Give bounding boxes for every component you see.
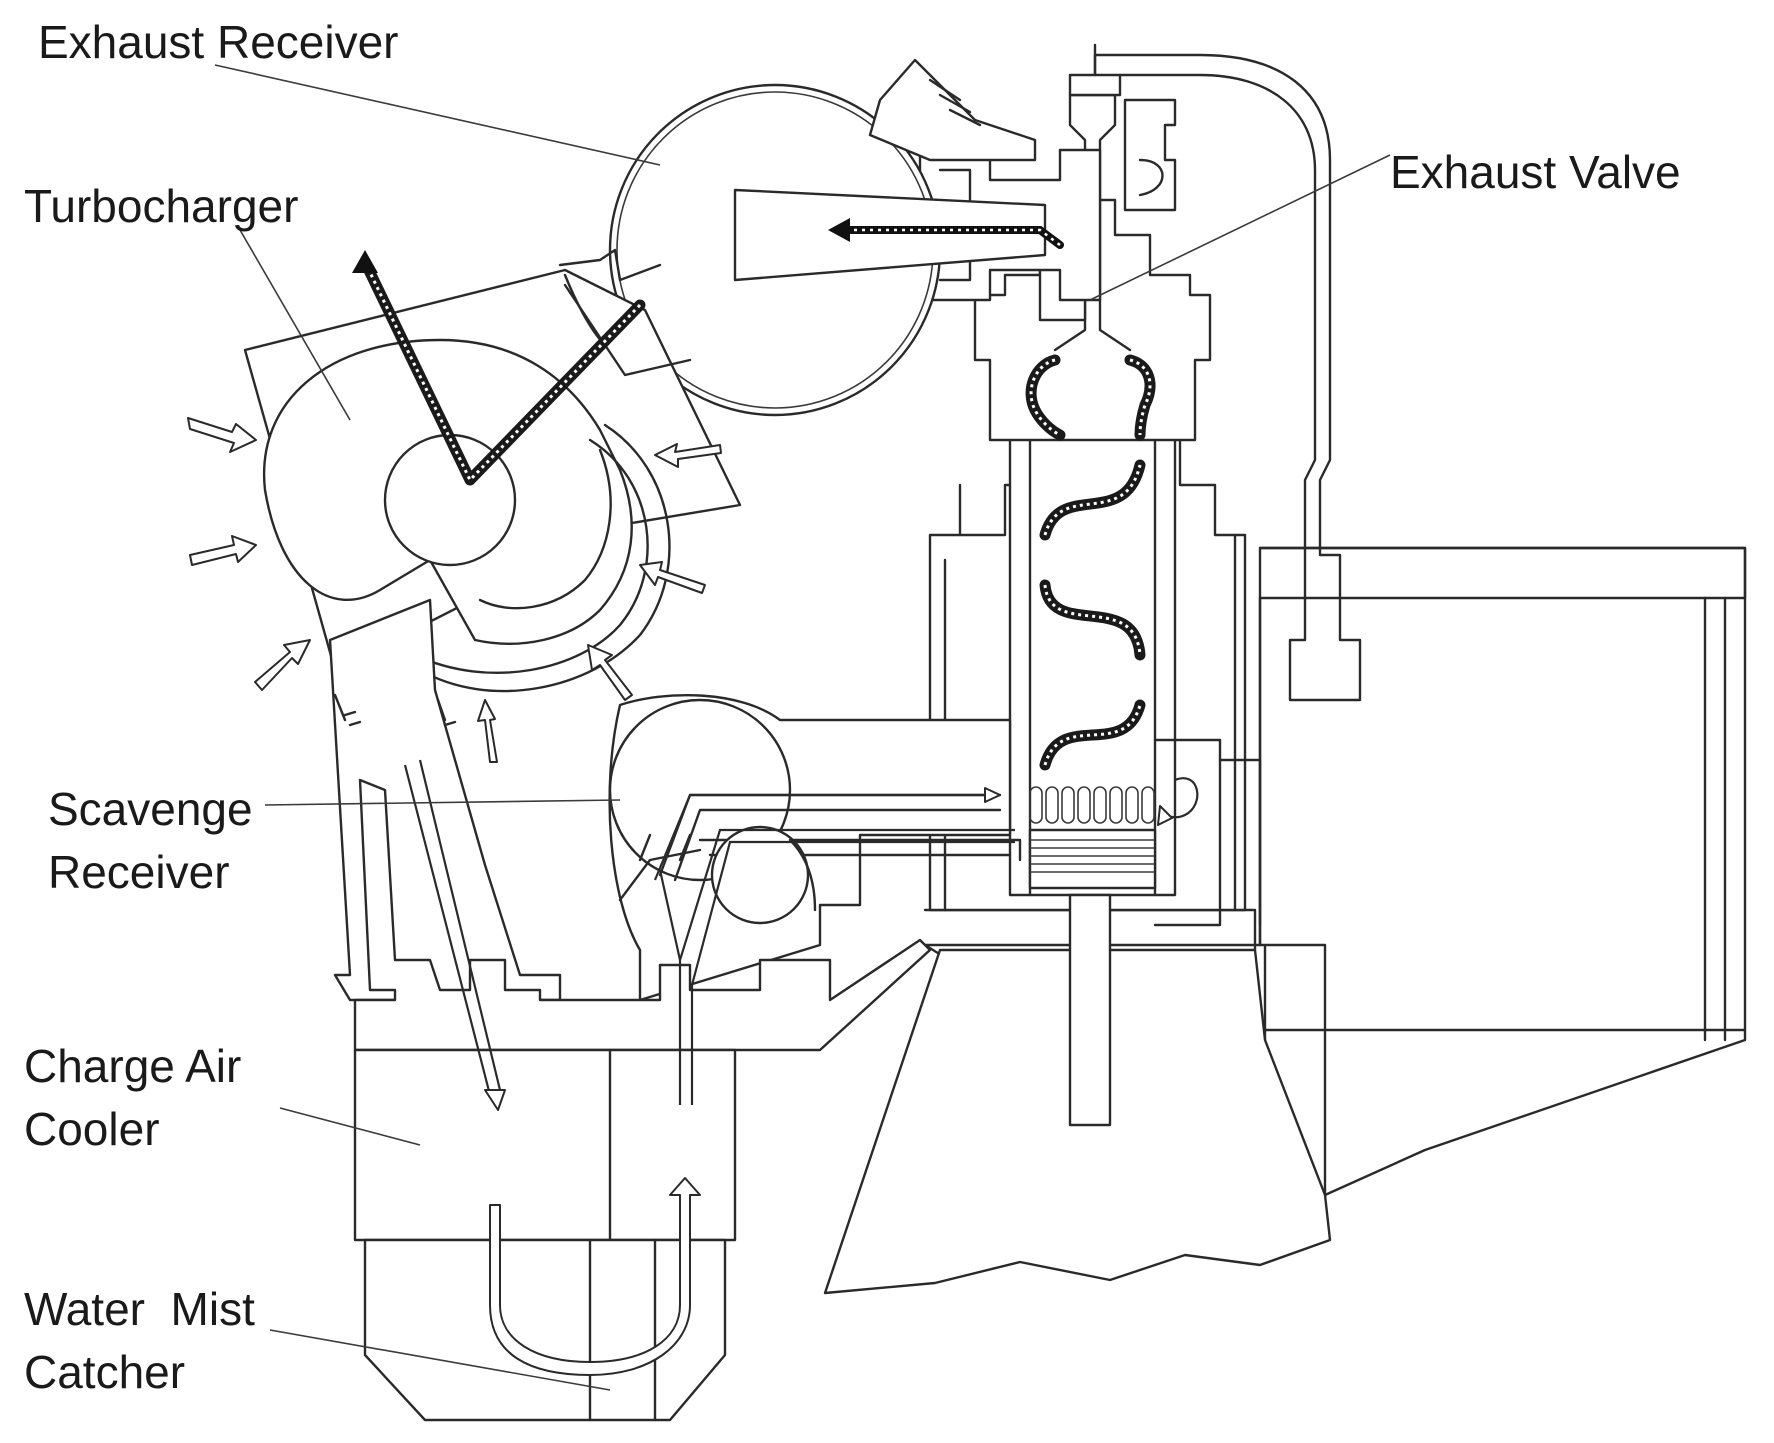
cooler-housing: [353, 778, 932, 1422]
charge-air-cooler-box: [353, 1048, 737, 1242]
water-mist-catcher-label-line1: Water Mist: [24, 1283, 255, 1335]
exhaust-receiver-leader: [214, 64, 661, 166]
charge-air-cooler-label-line1: Charge Air: [24, 1040, 241, 1092]
scavenge-receiver-label-line1: Scavenge: [48, 783, 253, 835]
labels: Exhaust Receiver Turbocharger Exhaust Va…: [24, 16, 1681, 1398]
water-mist-catcher-leader: [269, 1329, 611, 1391]
scavenge-receiver: [608, 693, 1022, 1002]
turbocharger-label: Turbocharger: [24, 180, 298, 232]
piston: [1028, 828, 1157, 890]
exhaust-receiver: [608, 83, 1047, 417]
scavenge-receiver-label-line2: Receiver: [48, 846, 230, 898]
scavenge-ports: [1029, 786, 1155, 824]
engine-frame: [823, 546, 1747, 1295]
flow-paths: [352, 218, 1156, 771]
turbocharger-leader: [239, 229, 351, 421]
exhaust-valve-leader: [1089, 154, 1391, 301]
charge-air-cooler-leader: [279, 1107, 421, 1146]
exhaust-receiver-label: Exhaust Receiver: [38, 16, 399, 68]
valve-actuator: [868, 53, 1362, 702]
leader-lines: [214, 64, 1391, 1391]
water-mist-catcher-box: [363, 1238, 727, 1422]
water-mist-catcher-label-line2: Catcher: [24, 1346, 185, 1398]
exhaust-valve-label: Exhaust Valve: [1390, 146, 1681, 198]
charge-air-cooler-label-line2: Cooler: [24, 1103, 160, 1155]
air-flow-arrows: [187, 417, 1199, 1376]
scavenge-receiver-leader: [264, 799, 621, 806]
